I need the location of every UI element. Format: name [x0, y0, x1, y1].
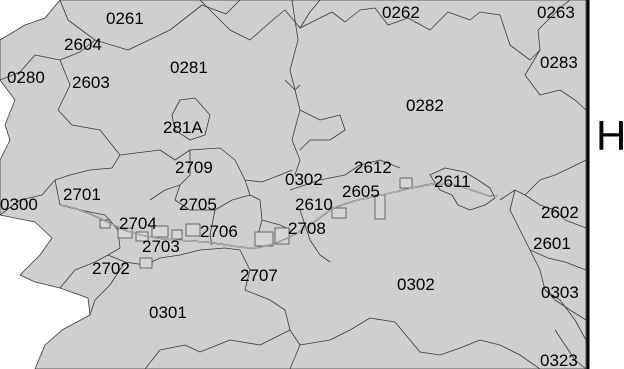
- region-label: 2709: [175, 158, 213, 177]
- boundary-line: [554, 329, 587, 369]
- boundary-line: [524, 194, 587, 229]
- region-label: 2602: [541, 203, 579, 222]
- boundary-line: [299, 209, 331, 263]
- region-label: 2601: [533, 234, 571, 253]
- region-label: 0263: [537, 3, 575, 22]
- building-block: [331, 207, 347, 219]
- boundary-line: [544, 289, 587, 341]
- region-label: 0300: [0, 195, 38, 214]
- region-label: 0262: [382, 3, 420, 22]
- boundary-line: [59, 0, 241, 51]
- building-block: [274, 227, 290, 245]
- region-label: 0302: [285, 170, 323, 189]
- boundary-line: [89, 261, 126, 316]
- boundary-line: [524, 49, 587, 111]
- boundary-line: [529, 249, 587, 271]
- boundary-line: [199, 0, 321, 41]
- region-label: 2706: [200, 222, 238, 241]
- boundary-line: [144, 329, 291, 369]
- region-label: 2703: [142, 237, 180, 256]
- boundary-line: [429, 167, 496, 211]
- boundary-line: [249, 194, 263, 236]
- region-label: 0283: [540, 53, 578, 72]
- region-label: 0261: [106, 9, 144, 28]
- region-label: 0281: [170, 58, 208, 77]
- region-label: 2611: [434, 172, 471, 191]
- region-labels: 0261 0262 0263 2604 0280 2603 0281 0283 …: [0, 3, 579, 369]
- region-label: 0301: [149, 303, 187, 322]
- boundary-line: [0, 154, 121, 216]
- boundary-line: [57, 59, 293, 183]
- boundary-line: [239, 249, 301, 369]
- region-label: 2605: [342, 182, 380, 201]
- region-label: 2708: [288, 219, 326, 238]
- region-label: 2612: [354, 158, 392, 177]
- building-block: [254, 231, 274, 247]
- boundary-line: [299, 109, 346, 151]
- boundary-line: [149, 184, 181, 201]
- building-block: [185, 223, 201, 237]
- region-label: 2704: [119, 214, 157, 233]
- boundary-line: [171, 97, 211, 141]
- region-label: 0303: [541, 283, 579, 302]
- boundary-line: [299, 317, 541, 369]
- region-label: 2702: [92, 259, 130, 278]
- adjacent-sheet: [588, 0, 624, 369]
- region-label: 2603: [72, 73, 110, 92]
- region-label: 2705: [179, 195, 217, 214]
- region-label: 281A: [163, 118, 203, 137]
- region-label: 0282: [406, 96, 444, 115]
- building-block: [151, 225, 169, 238]
- boundary-line: [174, 150, 251, 211]
- map-land-area: [0, 0, 587, 369]
- building-block: [399, 177, 413, 189]
- building-block: [171, 229, 183, 240]
- region-label: 2610: [295, 195, 333, 214]
- region-label: 2701: [63, 185, 101, 204]
- boundary-line: [107, 247, 241, 266]
- building-block: [139, 257, 153, 269]
- boundary-line: [289, 159, 401, 191]
- boundary-line: [299, 0, 571, 61]
- river-corridor-inner: [59, 183, 499, 249]
- region-label: 0323: [540, 351, 578, 369]
- region-label: 0280: [7, 68, 45, 87]
- adjacent-sheet-letter: H: [596, 112, 624, 159]
- boundary-line: [284, 79, 301, 91]
- region-label: 0302: [397, 275, 435, 294]
- boundary-line: [209, 209, 216, 246]
- region-label: 2604: [64, 35, 102, 54]
- region-label: 2707: [240, 266, 278, 285]
- boundary-line: [0, 39, 96, 81]
